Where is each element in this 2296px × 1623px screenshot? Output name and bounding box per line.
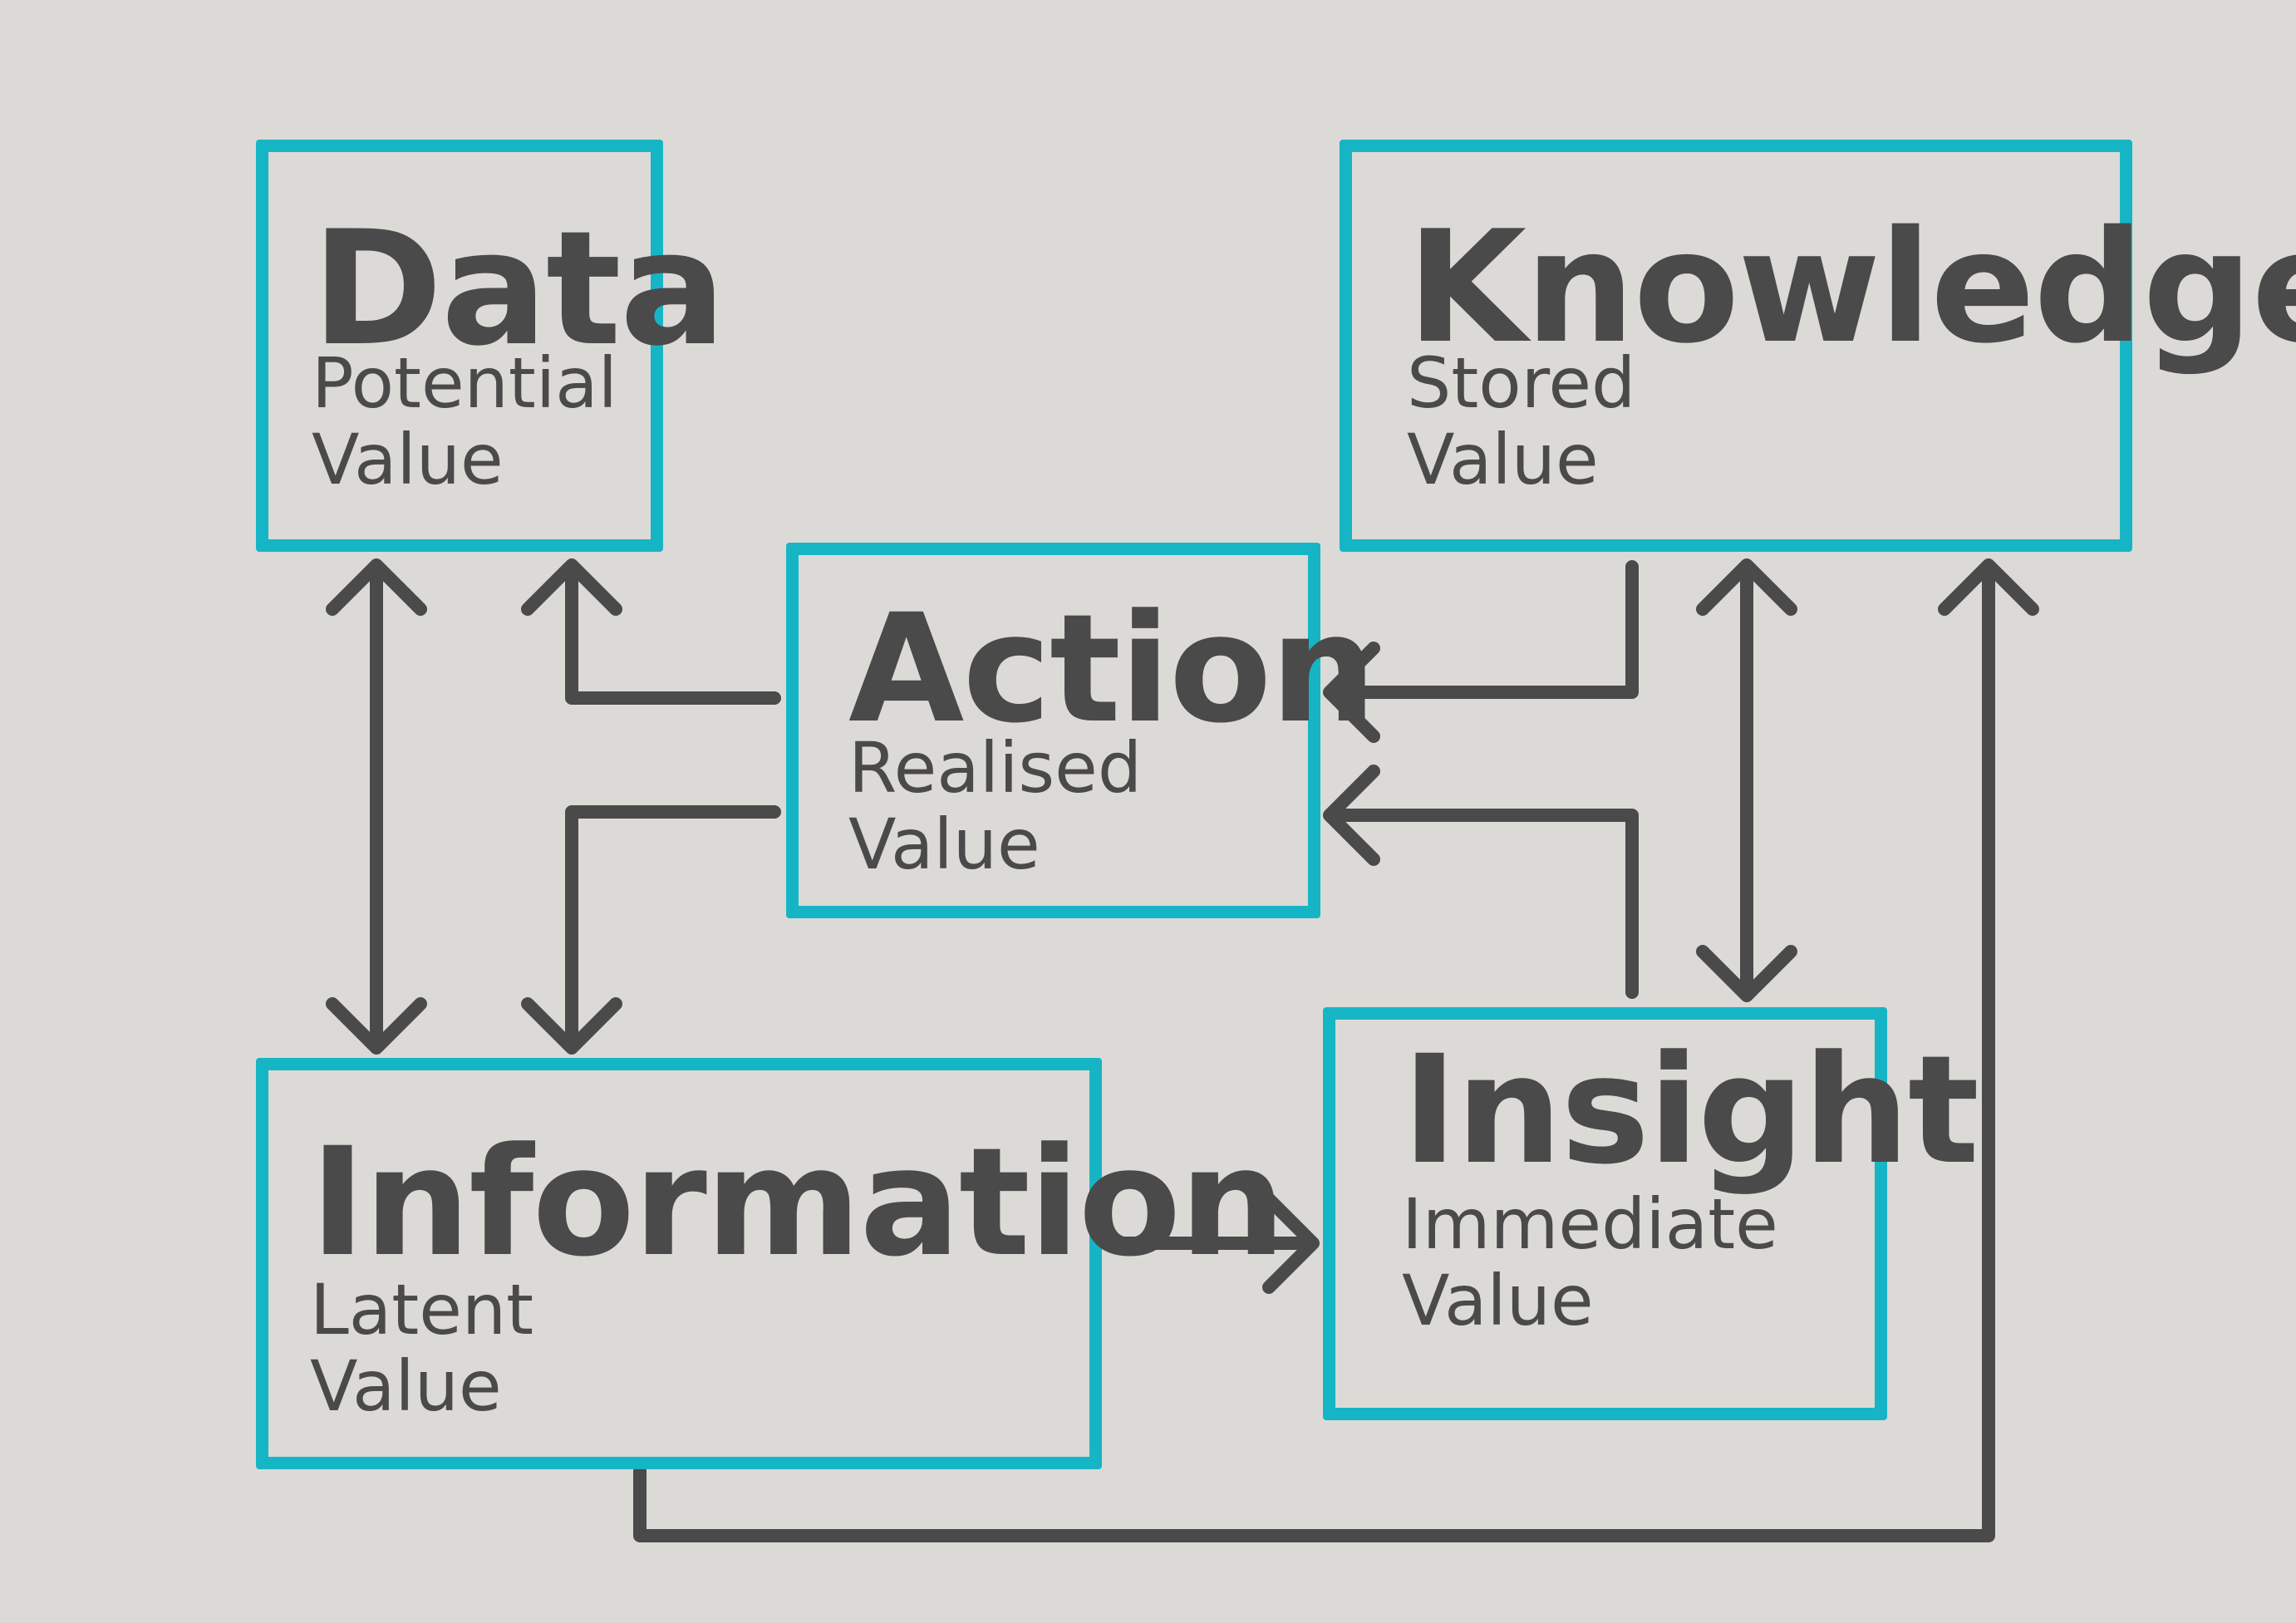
connector-knowledge-insight <box>1696 558 1797 1002</box>
action-box: Action Realised Value <box>786 543 1377 918</box>
knowledge-subtitle-line2: Value <box>1407 419 1599 500</box>
information-box: Information Latent Value <box>256 1058 1286 1469</box>
insight-title: Insight <box>1402 1024 1979 1198</box>
information-subtitle: Latent Value <box>310 1271 533 1424</box>
action-subtitle-line2: Value <box>848 804 1040 885</box>
data-subtitle-line2: Value <box>312 419 504 500</box>
connector-information-knowledge <box>633 558 2039 1542</box>
connector-information-insight <box>1105 1193 1320 1294</box>
insight-subtitle-line2: Value <box>1402 1260 1594 1341</box>
connector-data-information <box>326 558 427 1055</box>
connector-knowledge-action <box>1323 560 1639 743</box>
knowledge-box: Knowledge Stored Value <box>1340 140 2296 552</box>
action-subtitle: Realised Value <box>848 730 1142 883</box>
data-subtitle: Potential Value <box>312 345 617 498</box>
connector-action-data <box>521 558 781 705</box>
data-title: Data <box>312 197 726 381</box>
action-subtitle-line1: Realised <box>848 727 1143 809</box>
knowledge-subtitle: Stored Value <box>1407 345 1635 498</box>
action-title: Action <box>848 583 1377 756</box>
information-subtitle-line1: Latent <box>310 1269 534 1350</box>
insight-box: Insight Immediate Value <box>1323 1007 1979 1420</box>
knowledge-title: Knowledge <box>1407 197 2296 377</box>
insight-subtitle-line1: Immediate <box>1402 1183 1778 1265</box>
data-subtitle-line1: Potential <box>312 342 617 424</box>
data-box: Data Potential Value <box>256 140 726 552</box>
knowledge-subtitle-line1: Stored <box>1407 342 1636 424</box>
connector-action-information <box>521 805 781 1055</box>
connector-insight-action <box>1323 765 1639 999</box>
information-title: Information <box>310 1116 1286 1290</box>
insight-subtitle: Immediate Value <box>1402 1186 1778 1339</box>
information-subtitle-line2: Value <box>310 1345 502 1427</box>
